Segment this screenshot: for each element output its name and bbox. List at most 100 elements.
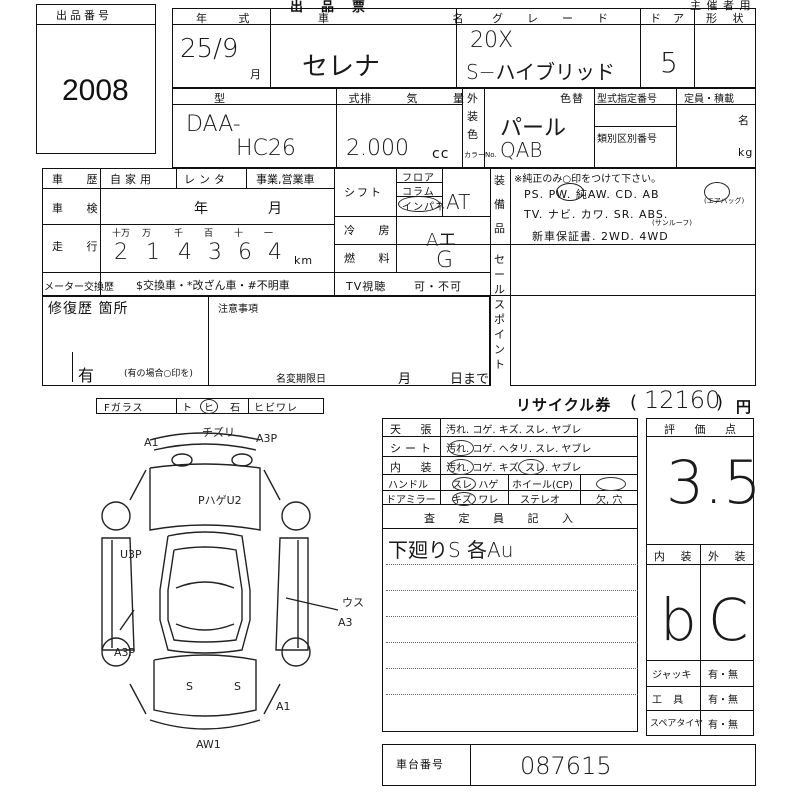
door-value: 5 bbox=[660, 46, 678, 79]
mileage-digit-6: 4 bbox=[268, 240, 282, 265]
type-spec-label: 型式指定番号 bbox=[597, 94, 657, 105]
year-value: 25/9 bbox=[180, 34, 239, 64]
month-unit: 月 bbox=[250, 68, 262, 81]
jack-label: ジャッキ bbox=[652, 670, 692, 681]
handle-label: ハンドル bbox=[388, 480, 428, 491]
grade-label: グレード bbox=[492, 12, 632, 25]
tools-label: 工 具 bbox=[652, 695, 688, 706]
exterior-label-2: 装 bbox=[467, 110, 479, 123]
ac-value: Aエ bbox=[426, 230, 457, 251]
interior-label: 内 装 bbox=[390, 461, 440, 474]
rating-value: 3.5 bbox=[666, 448, 762, 518]
equipment-sub-sunroof: (サンルーフ) bbox=[652, 219, 693, 227]
meter-exchange-options: $交換車・*改ざん車・#不明車 bbox=[136, 279, 290, 292]
form-title: 出品票 bbox=[290, 0, 384, 15]
class-label: 類別区別番号 bbox=[597, 134, 657, 145]
repair-note: (有の場合○印を) bbox=[124, 369, 193, 379]
mileage-digit-2: 1 bbox=[146, 240, 160, 265]
deadline-day: 日まで bbox=[450, 372, 490, 387]
dmg-note-s-2: S bbox=[234, 680, 241, 693]
lot-number-value: 2008 bbox=[62, 74, 129, 107]
fuel-label: 燃 料 bbox=[344, 252, 400, 265]
inspection-year-unit: 年 bbox=[194, 201, 209, 217]
rating-exterior-label: 外 装 bbox=[708, 550, 752, 563]
stereo-label: ステレオ bbox=[520, 495, 560, 506]
tools-value: 有・無 bbox=[708, 695, 738, 706]
history-option-rental: レンタ bbox=[184, 173, 229, 186]
shape-label: 形 状 bbox=[706, 12, 750, 25]
dmg-note-u3p: U3P bbox=[120, 548, 142, 561]
mileage-unit-10: 十 bbox=[234, 229, 244, 239]
chassis-box bbox=[382, 744, 756, 786]
stereo-options: 欠, 穴 bbox=[596, 495, 623, 506]
glass-option-crack: ヒビワレ bbox=[254, 403, 298, 414]
equipment-note: ※純正のみ○印をつけて下さい。 bbox=[514, 174, 662, 185]
mileage-digit-5: 6 bbox=[238, 240, 252, 265]
history-option-private: 自家用 bbox=[110, 173, 155, 186]
interior-options: 汚れ. コゲ. キズ. スレ. ヤブレ bbox=[446, 463, 582, 474]
tv-label: TV視聴 bbox=[346, 280, 387, 293]
color-swap-label: 色替 bbox=[560, 92, 584, 105]
chassis-label: 車台番号 bbox=[396, 758, 444, 771]
history-option-business: 事業,営業車 bbox=[256, 173, 315, 186]
model-value-2: HC26 bbox=[236, 136, 296, 161]
repair-value: 有 bbox=[78, 366, 96, 385]
meter-exchange-label: メーター交換歴 bbox=[44, 282, 114, 293]
seat-options: 汚れ. コゲ. ヘタリ. スレ. ヤブレ bbox=[446, 444, 592, 455]
lot-number-label: 出品番号 bbox=[56, 9, 112, 22]
dmg-note-aw1: AW1 bbox=[196, 738, 221, 751]
dmg-note-a1-front: A1 bbox=[144, 436, 159, 449]
mileage-unit-1: 一 bbox=[264, 229, 274, 239]
shift-value: AT bbox=[446, 190, 471, 214]
rating-interior-label: 内 装 bbox=[654, 550, 698, 563]
model-box bbox=[172, 88, 756, 168]
dmg-note-s-1: S bbox=[186, 680, 193, 693]
vehicle-top-box bbox=[172, 8, 756, 88]
rating-interior-value: b bbox=[660, 586, 697, 654]
mileage-digit-3: 4 bbox=[178, 240, 192, 265]
equipment-line-1: PS. PW. 純AW. CD. AB bbox=[524, 188, 660, 201]
rating-label: 評 価 点 bbox=[664, 423, 744, 436]
spare-tire-value: 有・無 bbox=[708, 720, 738, 731]
model-label: 型 式 bbox=[214, 92, 420, 105]
glass-option-to: ト bbox=[182, 403, 193, 414]
inspection-label: 車 検 bbox=[52, 202, 108, 215]
inspection-month-unit: 月 bbox=[268, 201, 283, 217]
dmg-note-usu: ウス bbox=[342, 596, 364, 609]
grade-value-2: S−ハイブリッド bbox=[466, 60, 616, 84]
jack-value: 有・無 bbox=[708, 670, 738, 681]
shift-option-column: コラム bbox=[402, 187, 435, 198]
repair-box bbox=[42, 296, 490, 386]
inspector-label: 査 定 員 記 入 bbox=[424, 512, 583, 525]
glass-option-stone: 石 bbox=[230, 403, 241, 414]
car-damage-diagram: A1 チズリ A3P PハゲU2 U3P ウス A3 A3P S S A1 AW… bbox=[101, 425, 364, 751]
history-box bbox=[42, 168, 756, 296]
mileage-unit-100: 百 bbox=[204, 229, 214, 239]
mileage-label: 走 行 bbox=[52, 240, 108, 253]
capacity-unit-kg: kg bbox=[738, 146, 754, 159]
mirror-label: ドアミラー bbox=[386, 495, 436, 506]
mileage-unit-1k: 千 bbox=[174, 229, 184, 239]
deadline-month: 月 bbox=[398, 372, 413, 387]
rating-exterior-value: C bbox=[708, 586, 749, 654]
lot-number-box bbox=[36, 4, 156, 154]
notes-label: 注意事項 bbox=[218, 304, 258, 315]
equipment-label-2: 備 bbox=[494, 198, 506, 211]
mileage-digit-4: 3 bbox=[208, 240, 222, 265]
recycle-value: 12160 bbox=[644, 386, 721, 414]
shift-option-floor: フロア bbox=[402, 173, 435, 184]
name-label: 車 名 bbox=[318, 12, 524, 25]
mileage-digit-1: 2 bbox=[114, 240, 128, 265]
car-name-value: セレナ bbox=[302, 52, 381, 82]
wheel-label: ホイール(CP) bbox=[512, 480, 573, 491]
recycle-unit: 円 bbox=[736, 398, 753, 416]
tv-value: 可・不可 bbox=[414, 280, 462, 293]
dmg-note-a3p-left: A3P bbox=[114, 646, 136, 659]
inspector-value: 下廻りS 各Au bbox=[388, 538, 514, 562]
exterior-label-1: 外 bbox=[467, 92, 479, 105]
equipment-line-2: TV. ナビ. カワ. SR. ABS. bbox=[524, 208, 669, 221]
chassis-value: 087615 bbox=[520, 752, 612, 780]
mileage-unit-10k: 万 bbox=[142, 229, 152, 239]
displacement-value: 2.000 bbox=[346, 136, 409, 161]
capacity-label: 定員・積載 bbox=[684, 94, 734, 105]
